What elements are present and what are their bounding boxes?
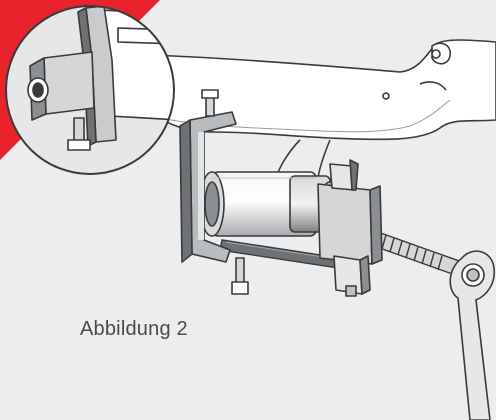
magnified-clamp-detail-icon [5,5,175,175]
suspension-arm [149,39,496,181]
yoke-nut [317,159,383,297]
figure-caption: Abbildung 2 [80,318,188,340]
c-frame-clamp [179,89,249,295]
ring-spanner [449,250,496,420]
